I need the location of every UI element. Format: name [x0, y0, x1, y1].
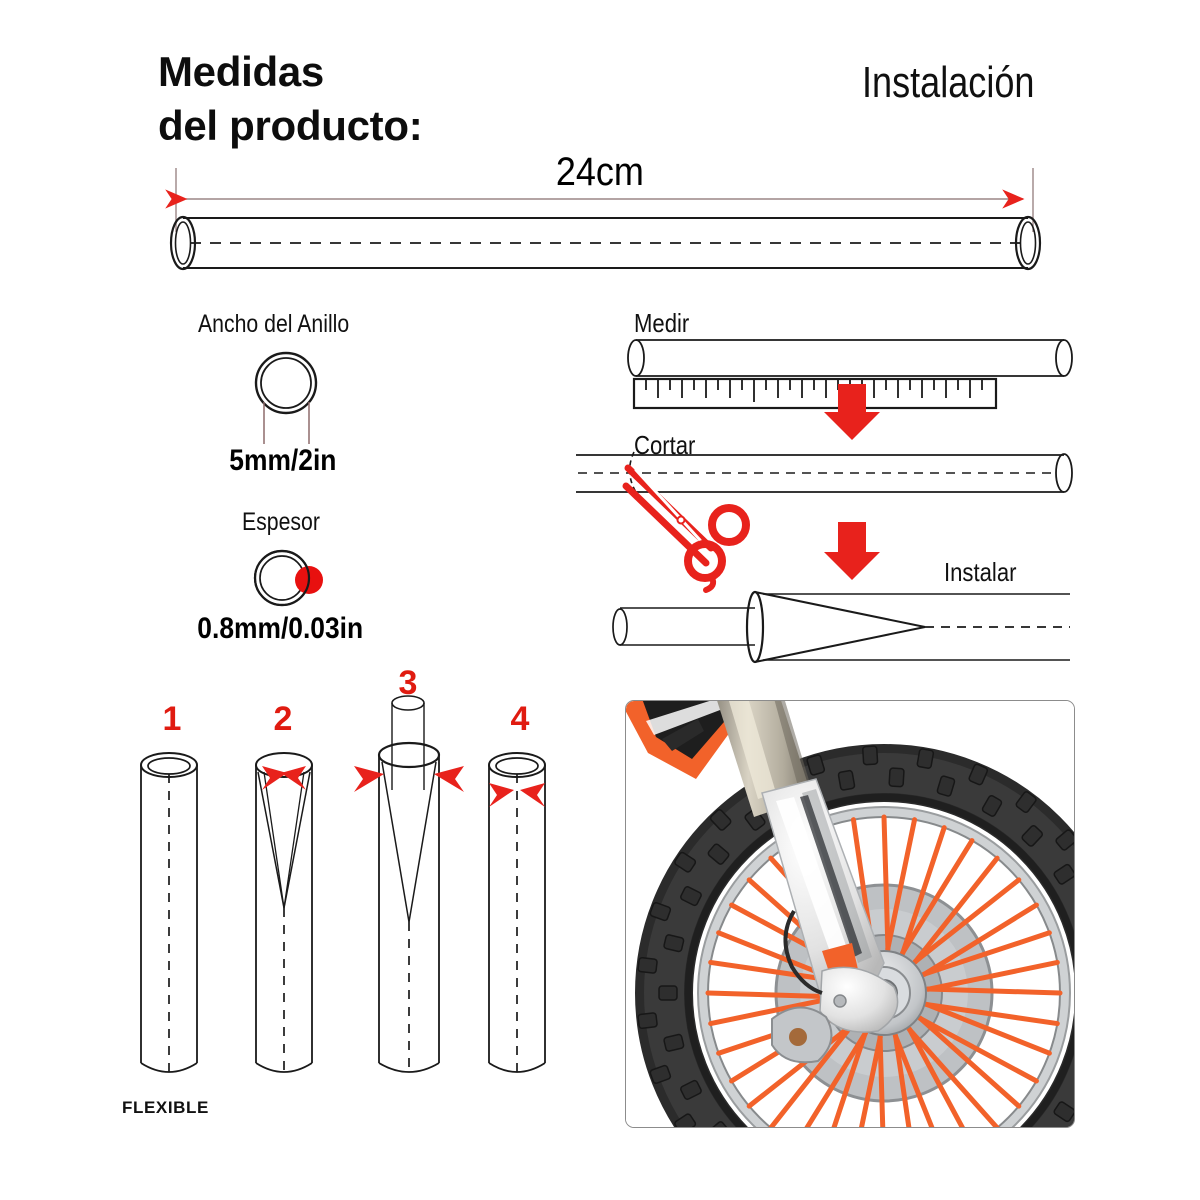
brake-caliper — [771, 1006, 833, 1064]
flex-step-4-arrows — [489, 783, 545, 807]
flex-step-number-2: 2 — [273, 700, 293, 738]
ring-width-value: 5mm/2in — [229, 444, 337, 477]
fork-upper-tube — [714, 701, 814, 817]
measure-step-icon — [627, 339, 1073, 377]
page-title-installation: Instalación — [862, 58, 1035, 107]
down-arrow-icon-1 — [824, 384, 880, 440]
step-label-install: Instalar — [944, 557, 1017, 587]
flex-step-number-4: 4 — [510, 700, 530, 738]
ring-width-label: Ancho del Anillo — [198, 310, 350, 338]
step-label-cut: Cortar — [634, 430, 696, 460]
ruler-icon — [632, 377, 998, 410]
flex-step-3-icon — [377, 695, 441, 1073]
flex-step-1-icon — [140, 752, 198, 1073]
flex-step-number-3: 3 — [398, 664, 418, 702]
flex-step-3-arrows — [354, 766, 464, 792]
step-label-measure: Medir — [634, 308, 690, 338]
dimension-label-length: 24cm — [555, 150, 645, 194]
install-step-icon — [612, 590, 1070, 664]
flex-step-2-arrows — [262, 766, 306, 790]
flex-step-4-icon — [488, 752, 546, 1073]
fork-lower-leg — [761, 778, 899, 1033]
motorcycle-wheel-photo — [626, 701, 1074, 1127]
ring-width-icon — [254, 351, 318, 444]
thickness-label: Espesor — [242, 508, 320, 536]
motorcycle-wheel-photo-panel — [625, 700, 1075, 1128]
down-arrow-icon-2 — [824, 522, 880, 580]
brake-line — [783, 909, 823, 995]
flex-step-2-icon — [255, 752, 313, 1073]
flexible-caption: FLEXIBLE — [122, 1098, 209, 1117]
scissors-icon — [622, 464, 750, 593]
wheel-rim — [697, 806, 1071, 1127]
flex-step-number-1: 1 — [162, 700, 182, 738]
thickness-value: 0.8mm/0.03in — [197, 612, 364, 645]
page-title-measurements: Medidas del producto: — [158, 48, 423, 149]
product-tube-full — [165, 168, 1042, 271]
thickness-icon — [253, 549, 323, 607]
tire — [635, 744, 1074, 1127]
front-fender — [626, 701, 738, 779]
